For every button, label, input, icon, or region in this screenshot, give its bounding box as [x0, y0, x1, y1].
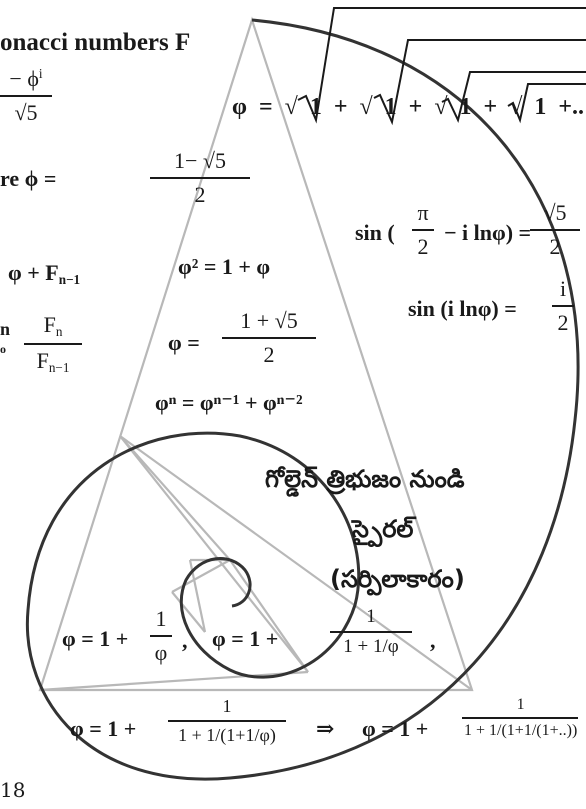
nested-radical-signs: [297, 7, 586, 126]
sin-pi-half-tail: − i lnφ) =: [444, 220, 532, 245]
page-number: 18: [0, 778, 26, 802]
cf2-prefix: φ = 1 +: [212, 626, 279, 651]
sin-pi-half-lhs: sin (: [355, 220, 395, 245]
limit-n: n: [0, 319, 11, 339]
limit-num-sub: n: [55, 323, 63, 339]
fibonacci-recurrence: φ + Fn−1: [8, 260, 81, 287]
limit-den: F: [36, 347, 49, 373]
limit-fraction: Fn Fn−1: [24, 312, 82, 376]
cf4-num: 1: [516, 696, 525, 713]
recurrence-text: φ + F: [8, 260, 59, 285]
cf1-prefix: φ = 1 +: [62, 626, 129, 651]
cf4-prefix: φ = 1 +: [362, 716, 429, 741]
i-half-fraction: i 2: [552, 276, 574, 336]
cf4-den: 1 + 1/(1+1/(1+..)): [464, 721, 578, 739]
cf3-prefix: φ = 1 +: [70, 716, 137, 741]
phi-den: 2: [263, 341, 275, 367]
nested-radical-formula: φ = √ 1 + √ 1 + √ 1 + √ 1 +..: [232, 94, 585, 120]
cf3-fraction: 1 1 + 1/(1+1/φ): [168, 696, 286, 746]
phi-squared-identity: φ² = 1 + φ: [178, 254, 271, 279]
binet-fraction: − ϕi √5: [0, 66, 52, 126]
cf3-num: 1: [222, 696, 232, 716]
exponent-i: i: [38, 66, 43, 82]
cf2-den: 1 + 1/φ: [343, 635, 399, 657]
where-num: 1− √5: [174, 148, 226, 173]
limit-num: F: [43, 312, 56, 337]
minus-phi: − ϕ: [9, 66, 39, 91]
limit-sub: o: [0, 342, 6, 356]
cf-comma-2: ,: [430, 628, 436, 653]
phi-power-recurrence: φⁿ = φⁿ⁻¹ + φⁿ⁻²: [155, 390, 303, 415]
sin-rhs-fraction: √5 2: [530, 200, 580, 260]
cf3-den: 1 + 1/(1+1/φ): [178, 724, 276, 745]
sqrt5: √5: [14, 99, 38, 125]
cf1-den: φ: [154, 639, 168, 665]
cf1-fraction: 1 φ: [150, 606, 172, 666]
two: 2: [417, 233, 429, 259]
caption-line-1: గోల్డెన్ త్రిభుజం నుండి: [265, 465, 465, 493]
phi-fraction: 1 + √5 2: [222, 308, 316, 368]
golden-spiral: [25, 18, 580, 781]
caption-line-2: స్పైరల్: [352, 515, 414, 543]
recurrence-sub: n−1: [58, 271, 81, 287]
sin-i-ln-phi: sin (i lnφ) =: [408, 296, 517, 321]
phi-num: 1 + √5: [240, 308, 298, 333]
cf1-num: 1: [155, 606, 167, 631]
i-den: 2: [557, 309, 569, 335]
caption-line-3: (సర్పిలాకారం): [330, 565, 465, 593]
i-num: i: [559, 276, 567, 301]
sin-rhs-den: 2: [549, 233, 561, 259]
cf-comma-1: ,: [182, 628, 188, 653]
cf4-fraction: 1 1 + 1/(1+1/(1+..)): [462, 696, 579, 740]
where-den: 2: [194, 181, 206, 207]
where-phi: re ϕ =: [0, 166, 57, 191]
cf2-fraction: 1 1 + 1/φ: [330, 606, 412, 658]
golden-triangle: [38, 16, 474, 692]
implies-arrow: ⇒: [316, 716, 335, 741]
cf2-num: 1: [366, 606, 376, 627]
sqrt5-num: √5: [543, 200, 567, 225]
limit-den-sub: n−1: [48, 359, 70, 375]
pi: π: [417, 200, 429, 225]
pi-half-fraction: π 2: [412, 200, 434, 260]
fibonacci-heading: onacci numbers F: [0, 29, 191, 56]
where-fraction: 1− √5 2: [150, 148, 250, 208]
phi-equals: φ =: [168, 330, 200, 355]
